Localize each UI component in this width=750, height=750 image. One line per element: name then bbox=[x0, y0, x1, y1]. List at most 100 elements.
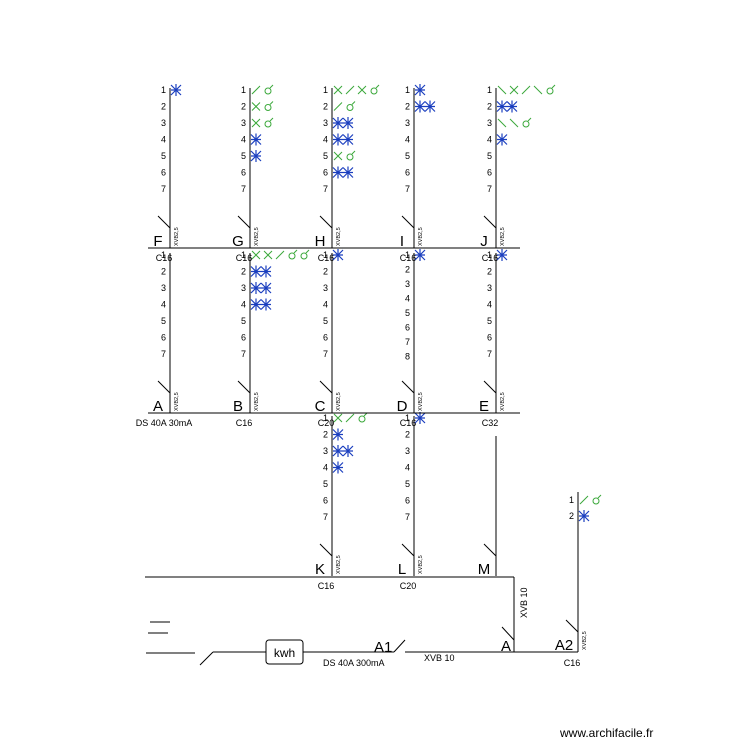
breaker-switch bbox=[401, 380, 415, 394]
footer-credit: www.archifacile.fr bbox=[560, 726, 654, 740]
breaker-switch bbox=[319, 380, 333, 394]
line-number: 3 bbox=[487, 283, 492, 293]
line-number: 2 bbox=[405, 430, 410, 440]
line-number: 7 bbox=[241, 184, 246, 194]
line-number: 2 bbox=[241, 102, 246, 112]
line-number: 6 bbox=[161, 168, 166, 178]
lamp-icon bbox=[578, 510, 590, 522]
outlet-icon bbox=[264, 120, 272, 128]
switch-icon bbox=[497, 118, 507, 128]
line-number: 7 bbox=[487, 184, 492, 194]
line-number: 3 bbox=[405, 279, 410, 289]
outlet-icon bbox=[300, 252, 308, 260]
breaker-switch bbox=[319, 215, 333, 229]
single-switch-icon bbox=[275, 250, 285, 260]
line-number: 4 bbox=[161, 300, 166, 310]
line-number: 7 bbox=[405, 337, 410, 347]
outlet-icon bbox=[370, 87, 378, 95]
line-number: 5 bbox=[241, 316, 246, 326]
lamp-icon bbox=[342, 445, 354, 457]
lamp-icon bbox=[332, 445, 344, 457]
line-number: 2 bbox=[405, 265, 410, 275]
line-number: 3 bbox=[405, 446, 410, 456]
outlet-icon bbox=[358, 415, 366, 423]
lamp-icon bbox=[414, 100, 426, 113]
line-number: 5 bbox=[323, 479, 328, 489]
circuit-letter: G bbox=[232, 233, 244, 250]
line-number: 5 bbox=[241, 151, 246, 161]
outlet-icon bbox=[346, 153, 354, 161]
line-number: 6 bbox=[161, 333, 166, 343]
a1-label: A1 bbox=[374, 639, 392, 656]
single-switch-icon bbox=[345, 85, 355, 95]
line-number: 1 bbox=[323, 250, 328, 260]
breaker-label: C16 bbox=[318, 253, 335, 263]
switch-icon bbox=[251, 102, 261, 111]
line-number: 7 bbox=[161, 349, 166, 359]
line-number: 4 bbox=[487, 300, 492, 310]
line-number: 1 bbox=[323, 85, 328, 95]
breaker-switch bbox=[237, 380, 251, 394]
line-number: 7 bbox=[161, 184, 166, 194]
circuit-letter: F bbox=[153, 233, 162, 250]
riser-cable-label: XVB 10 bbox=[519, 587, 529, 618]
line-number: 7 bbox=[405, 512, 410, 522]
lamp-icon bbox=[496, 100, 508, 113]
circuit-letter: M bbox=[478, 561, 491, 578]
line-number: 2 bbox=[241, 267, 246, 277]
cable-label: XVB2,5 bbox=[336, 392, 342, 411]
breaker-label: C16 bbox=[400, 253, 417, 263]
outlet-icon bbox=[592, 497, 600, 505]
lamp-icon bbox=[260, 282, 272, 294]
line-number: 5 bbox=[161, 151, 166, 161]
circuit-letter: L bbox=[398, 561, 406, 578]
circuit-m: M bbox=[478, 436, 497, 578]
breaker-label: C32 bbox=[482, 418, 499, 428]
lamp-icon bbox=[342, 117, 354, 129]
cable-label: XVB2,5 bbox=[254, 227, 260, 246]
breaker-switch bbox=[565, 619, 579, 633]
switch-icon bbox=[533, 85, 543, 95]
line-number: 7 bbox=[323, 512, 328, 522]
circuit-letter: I bbox=[400, 233, 404, 250]
line-number: 3 bbox=[161, 283, 166, 293]
line-number: 8 bbox=[405, 352, 410, 362]
supply-switch bbox=[199, 651, 214, 666]
line-number: 2 bbox=[161, 102, 166, 112]
outlet-icon bbox=[264, 104, 272, 111]
circuit-letter: A2 bbox=[555, 637, 573, 654]
outlet-icon bbox=[522, 120, 530, 128]
breaker-switch bbox=[483, 380, 497, 394]
cable-label: XVB2,5 bbox=[174, 392, 180, 411]
breaker-switch bbox=[483, 215, 497, 229]
switch-icon bbox=[509, 118, 519, 128]
line-number: 5 bbox=[405, 308, 410, 318]
line-number: 1 bbox=[161, 250, 166, 260]
single-switch-icon bbox=[579, 495, 589, 505]
cable-label: XVB2,5 bbox=[418, 392, 424, 411]
line-number: 4 bbox=[405, 135, 410, 145]
line-number: 3 bbox=[323, 283, 328, 293]
outlet-icon bbox=[264, 87, 272, 95]
line-number: 4 bbox=[241, 300, 246, 310]
outlet-icon bbox=[288, 252, 296, 260]
lamp-icon bbox=[414, 249, 426, 261]
line-number: 5 bbox=[323, 151, 328, 161]
line-number: 2 bbox=[487, 267, 492, 277]
line-number: 6 bbox=[405, 323, 410, 333]
cable-label: XVB2,5 bbox=[174, 227, 180, 246]
line-number: 1 bbox=[323, 413, 328, 423]
switch-icon bbox=[497, 85, 507, 95]
line-number: 3 bbox=[323, 118, 328, 128]
line-number: 1 bbox=[405, 250, 410, 260]
lamp-icon bbox=[250, 150, 262, 162]
line-number: 1 bbox=[405, 85, 410, 95]
lamp-icon bbox=[260, 298, 272, 311]
outlet-icon bbox=[546, 87, 554, 95]
cable-label: XVB2,5 bbox=[418, 555, 424, 574]
